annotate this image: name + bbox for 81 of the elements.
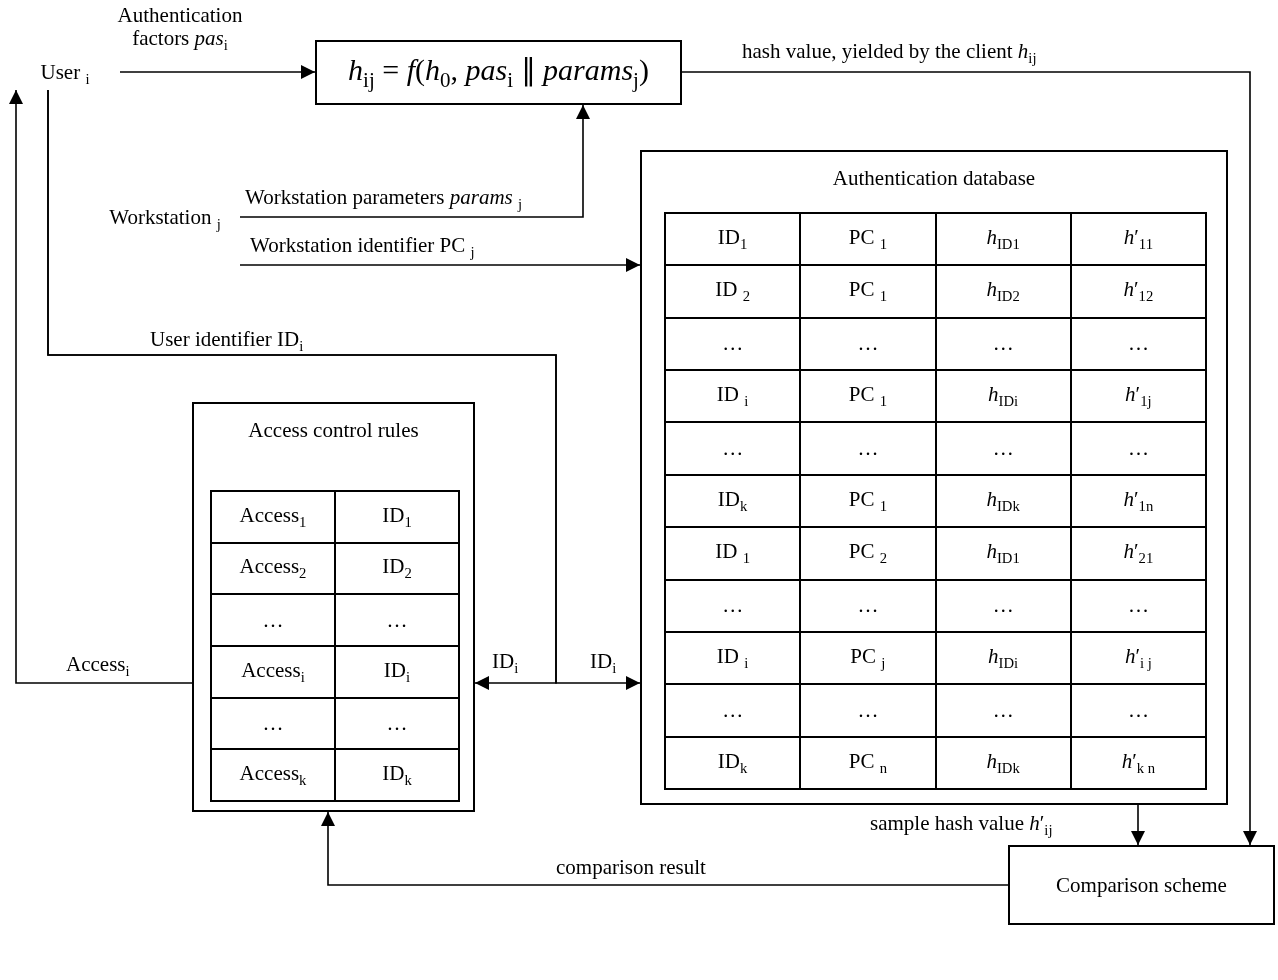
- table-value: …: [936, 685, 1070, 736]
- table-value: …: [212, 698, 334, 749]
- table-value: h$_{ID2}$: [936, 266, 1070, 317]
- table-container: [192, 402, 475, 812]
- flow-label: User identifier ID$_{i}$: [150, 328, 304, 355]
- table-value: PC $_{1}$: [801, 475, 935, 527]
- arrow: [239, 258, 641, 272]
- table-value: ID$_{k}$: [666, 737, 800, 788]
- edge-label: sample hash value h′$_{ij}$: [870, 812, 1053, 839]
- table-value: …: [936, 580, 1070, 631]
- table-value: …: [666, 685, 800, 736]
- edge-label: comparison result: [556, 856, 706, 880]
- table-value: ID $_{i}$: [666, 632, 800, 684]
- table-value: ID $_{i}$: [666, 371, 800, 422]
- table-value: h′$_{1j}$: [1071, 371, 1205, 422]
- process-box: Comparison scheme: [1008, 845, 1275, 925]
- table-value: …: [336, 698, 458, 749]
- table-value: h′$_{21}$: [1071, 528, 1205, 579]
- table-value: …: [666, 423, 800, 474]
- table-value: h′$_{i j}$: [1071, 632, 1205, 684]
- table-value: h$_{IDi}$: [936, 371, 1070, 422]
- actor-label: User $_{i}$: [10, 58, 120, 90]
- table-value: h′$_{1n}$: [1071, 475, 1205, 527]
- actor-label: Workstation $_{j}$: [90, 202, 240, 236]
- arrow: [681, 71, 1257, 846]
- table-value: h′$_{12}$: [1071, 266, 1205, 317]
- table-value: h$_{ID1}$: [936, 214, 1070, 265]
- table-value: h′$_{11}$: [1071, 214, 1205, 265]
- table-value: ID$_{1}$: [666, 214, 800, 265]
- table-value: PC $_{j}$: [801, 632, 935, 684]
- edge-label: ID$_{i}$: [590, 650, 617, 677]
- table-value: …: [666, 318, 800, 370]
- table-value: PC $_{1}$: [801, 214, 935, 265]
- table-value: …: [801, 318, 935, 370]
- table-value: …: [936, 318, 1070, 370]
- arrow: [321, 811, 1009, 886]
- table-title: Authentication database: [831, 166, 1037, 191]
- table-value: PC $_{n}$: [801, 737, 935, 788]
- table-value: h$_{IDi}$: [936, 632, 1070, 684]
- edge-label: Authentication factors pas$_{i}$: [116, 4, 244, 54]
- table-value: …: [1071, 318, 1205, 370]
- table-value: h$_{IDk}$: [936, 475, 1070, 527]
- table-value: …: [1071, 423, 1205, 474]
- arrow: [119, 65, 316, 79]
- formula-box: h$_{ij}$ = f(h$_{0}$, pas$_{i}$ ∥ params$_{j}$): [315, 40, 682, 105]
- table-value: …: [1071, 580, 1205, 631]
- table-value: ID$_{2}$: [336, 543, 458, 594]
- table-value: …: [801, 580, 935, 631]
- table-value: ID $_{1}$: [666, 528, 800, 579]
- table-value: Access$_{k}$: [212, 750, 334, 800]
- table-value: …: [801, 685, 935, 736]
- table-value: ID$_{k}$: [336, 750, 458, 800]
- table-value: PC $_{1}$: [801, 371, 935, 422]
- table-value: Access$_{i}$: [212, 647, 334, 697]
- table-value: …: [336, 595, 458, 645]
- table-value: ID$_{i}$: [336, 647, 458, 697]
- table-value: ID $_{2}$: [666, 266, 800, 317]
- edge-label: Access$_{i}$: [66, 653, 130, 680]
- table-value: …: [936, 423, 1070, 474]
- table-value: …: [801, 423, 935, 474]
- table-value: h$_{IDk}$: [936, 737, 1070, 788]
- edge-label: Workstation identifier PC $_{j}$: [250, 234, 475, 261]
- edge-label: ID$_{i}$: [492, 650, 519, 677]
- arrow: [1131, 804, 1145, 846]
- table-title: Access control rules: [247, 418, 420, 443]
- table-value: PC $_{1}$: [801, 266, 935, 317]
- table-value: …: [1071, 685, 1205, 736]
- arrow: [9, 89, 193, 684]
- table-value: ID$_{1}$: [336, 492, 458, 542]
- edge-label: Workstation parameters params $_{j}$: [245, 186, 523, 213]
- table-value: …: [666, 580, 800, 631]
- table-value: …: [212, 595, 334, 645]
- arrow: [239, 104, 590, 218]
- table-value: h′$_{k n}$: [1071, 737, 1205, 788]
- table-value: ID$_{k}$: [666, 475, 800, 527]
- edge-label: hash value, yielded by the client h$_{ij}$: [742, 40, 1037, 67]
- table-value: Access$_{2}$: [212, 543, 334, 594]
- table-container: [640, 150, 1228, 805]
- table-value: PC $_{2}$: [801, 528, 935, 579]
- table-value: Access$_{1}$: [212, 492, 334, 542]
- table-value: h$_{ID1}$: [936, 528, 1070, 579]
